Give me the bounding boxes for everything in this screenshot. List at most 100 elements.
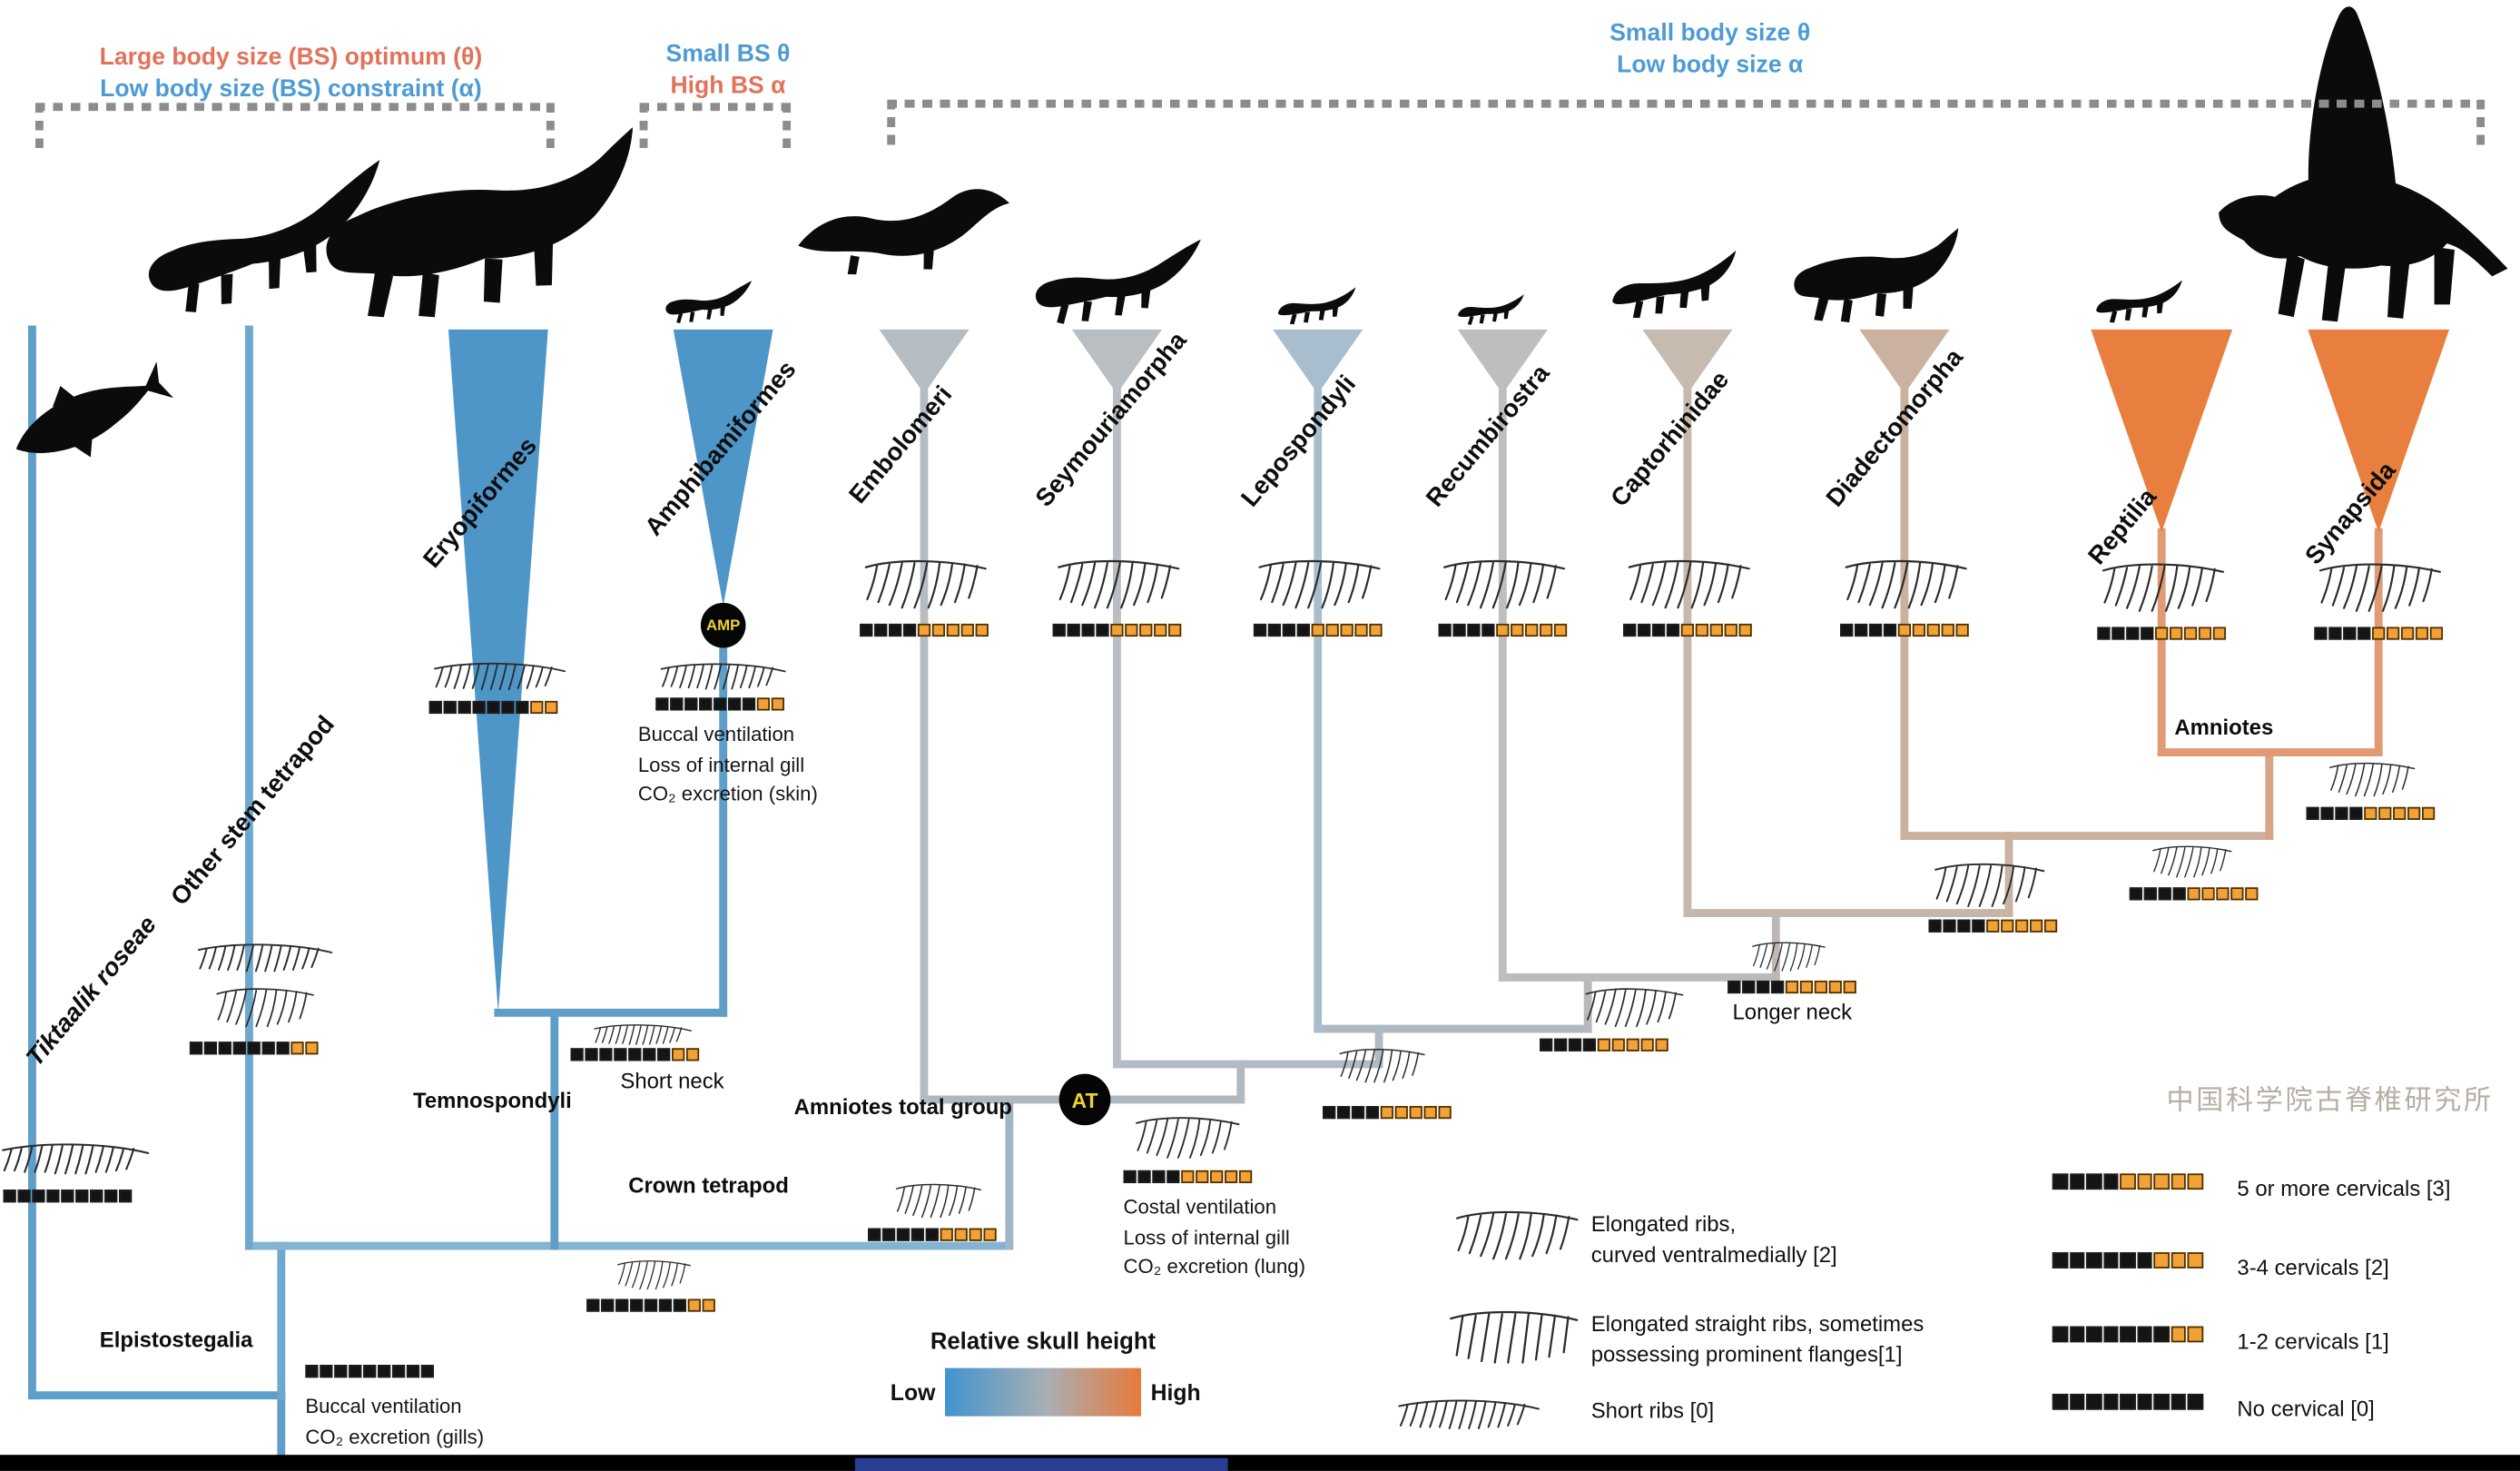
vertebra-square-black <box>3 1190 16 1203</box>
amphibamiformes-silhouette-icon <box>660 276 757 332</box>
node-circle-amp: AMP <box>700 602 746 648</box>
vertebra-square-black <box>1438 623 1452 637</box>
vertebra-square-black <box>501 700 515 715</box>
cervical-square-orange <box>1814 980 1827 994</box>
cervical-strip-amphibamiformes-tip <box>655 697 784 711</box>
vertebra-square-black <box>2136 1393 2152 1409</box>
vertebra-square-black <box>32 1190 45 1203</box>
regime-line: Small BS θ <box>665 40 791 68</box>
bracket-end-icon <box>34 103 44 154</box>
cervical-legend-label-0: No cervical [0] <box>2237 1397 2375 1422</box>
skull-height-legend-title: Relative skull height <box>930 1329 1157 1356</box>
ribcage-icon-lepospondyli-tip <box>1256 553 1382 620</box>
cervical-square-orange <box>1941 623 1954 637</box>
regime-line: Low body size (BS) constraint (α) <box>100 74 482 103</box>
cervical-square-orange <box>1640 1038 1654 1051</box>
vertebra-square-black <box>1540 1038 1553 1051</box>
bracket-end-icon <box>783 103 792 154</box>
vertebra-square-black <box>615 1298 629 1312</box>
ribcage-icon-stem-tetrapod-tip-2 <box>200 983 331 1035</box>
cervical-square-orange <box>1626 1038 1639 1051</box>
cervical-square-orange <box>1912 623 1925 637</box>
cervical-square-orange <box>2170 1252 2186 1268</box>
cervical-square-orange <box>1196 1170 1209 1184</box>
cervical-square-orange <box>1540 623 1553 637</box>
clade-triangle-eryopiformes <box>448 329 548 1013</box>
cervical-square-orange <box>530 700 544 715</box>
vertebra-square-black <box>104 1190 118 1203</box>
vertebra-square-black <box>2343 627 2357 640</box>
cervical-square-orange <box>1597 1038 1610 1051</box>
vertebra-square-black <box>601 1298 615 1312</box>
cervical-square-orange <box>2187 1173 2203 1190</box>
cervical-square-orange <box>1110 623 1124 637</box>
cervical-square-orange <box>917 623 931 637</box>
vertebra-square-black <box>1582 1038 1597 1051</box>
diadectomorpha-silhouette-icon <box>1748 222 2005 340</box>
cervical-square-orange <box>2216 887 2230 901</box>
cervical-square-orange <box>2015 919 2029 933</box>
rib-legend-label-straight: Elongated straight ribs, sometimes posse… <box>1591 1308 1924 1369</box>
bottom-bar-blue-segment <box>854 1457 1228 1471</box>
cervical-square-orange <box>1438 1106 1452 1120</box>
cervical-square-orange <box>1926 623 1940 637</box>
cervical-square-orange <box>2170 627 2183 640</box>
ribcage-icon-eryopiformes-tip <box>432 653 567 698</box>
vertebra-square-black <box>1282 623 1295 637</box>
cervical-square-orange <box>672 1048 685 1061</box>
cervical-square-orange <box>960 623 974 637</box>
cervical-strip-diadectomorpha-tip <box>1840 623 1969 637</box>
vertebra-square-black <box>428 700 442 715</box>
vertebra-square-black <box>2136 1252 2152 1268</box>
node-label-crown-tetrapod: Crown tetrapod <box>628 1173 789 1198</box>
vertebra-square-black <box>2153 1393 2170 1409</box>
cervical-strip-captorhinidae-tip <box>1623 623 1752 637</box>
cervical-square-orange <box>2001 919 2014 933</box>
vertebra-square-black <box>1972 919 1985 933</box>
ribcage-icon-diadectomorpha-tip <box>1844 553 1969 620</box>
cervical-strip-recumbirostra-join <box>1728 980 1856 994</box>
cervical-square-orange <box>1168 623 1182 637</box>
vertebra-square-black <box>2126 627 2140 640</box>
vertebra-square-black <box>925 1228 939 1241</box>
vertebra-square-black <box>1638 623 1651 637</box>
vertebra-square-black <box>420 1365 435 1378</box>
vertebra-square-black <box>1481 623 1495 637</box>
vertebra-square-black <box>1452 623 1466 637</box>
vertebra-square-black <box>1166 1170 1180 1184</box>
regime-bracket-1 <box>34 103 555 112</box>
cervical-legend-strip-3 <box>2052 1173 2203 1190</box>
legend-text-line: Short ribs [0] <box>1590 1398 1715 1423</box>
cervical-square-orange <box>2387 627 2400 640</box>
vertebra-square-black <box>2085 1393 2102 1409</box>
node-label-short-neck: Short neck <box>620 1069 724 1093</box>
vertebra-square-black <box>2358 627 2371 640</box>
regime-line: High BS α <box>670 71 786 99</box>
cervical-square-orange <box>954 1228 968 1241</box>
vertebra-square-black <box>1855 623 1868 637</box>
cervical-strip-recumbirostra-tip <box>1438 623 1568 637</box>
cervical-square-orange <box>2364 806 2377 820</box>
vertebra-square-black <box>1742 980 1756 994</box>
vertebra-square-black <box>2052 1393 2068 1409</box>
cervical-square-orange <box>1325 623 1339 637</box>
vertebra-square-black <box>1351 1106 1365 1120</box>
cervical-square-orange <box>2153 1252 2170 1268</box>
cervical-square-orange <box>1611 1038 1625 1051</box>
skull-height-high-label: High <box>1150 1379 1201 1406</box>
vertebra-square-black <box>2097 627 2111 640</box>
clade-triangle-amphibamiformes <box>673 329 773 607</box>
cervical-square-orange <box>940 1228 953 1241</box>
vertebra-square-black <box>727 697 742 711</box>
cervical-legend-strip-1 <box>2052 1326 2203 1342</box>
note-line: Buccal ventilation <box>637 723 795 746</box>
regime-line: Small body size θ <box>1609 19 1811 47</box>
cervical-square-orange <box>1496 623 1510 637</box>
vertebra-square-black <box>2187 1393 2203 1409</box>
ribcage-icon-amphibamiformes-tip <box>659 656 788 694</box>
cervical-square-orange <box>2030 919 2043 933</box>
vertebra-square-black <box>320 1365 333 1378</box>
cervical-square-orange <box>1369 623 1383 637</box>
